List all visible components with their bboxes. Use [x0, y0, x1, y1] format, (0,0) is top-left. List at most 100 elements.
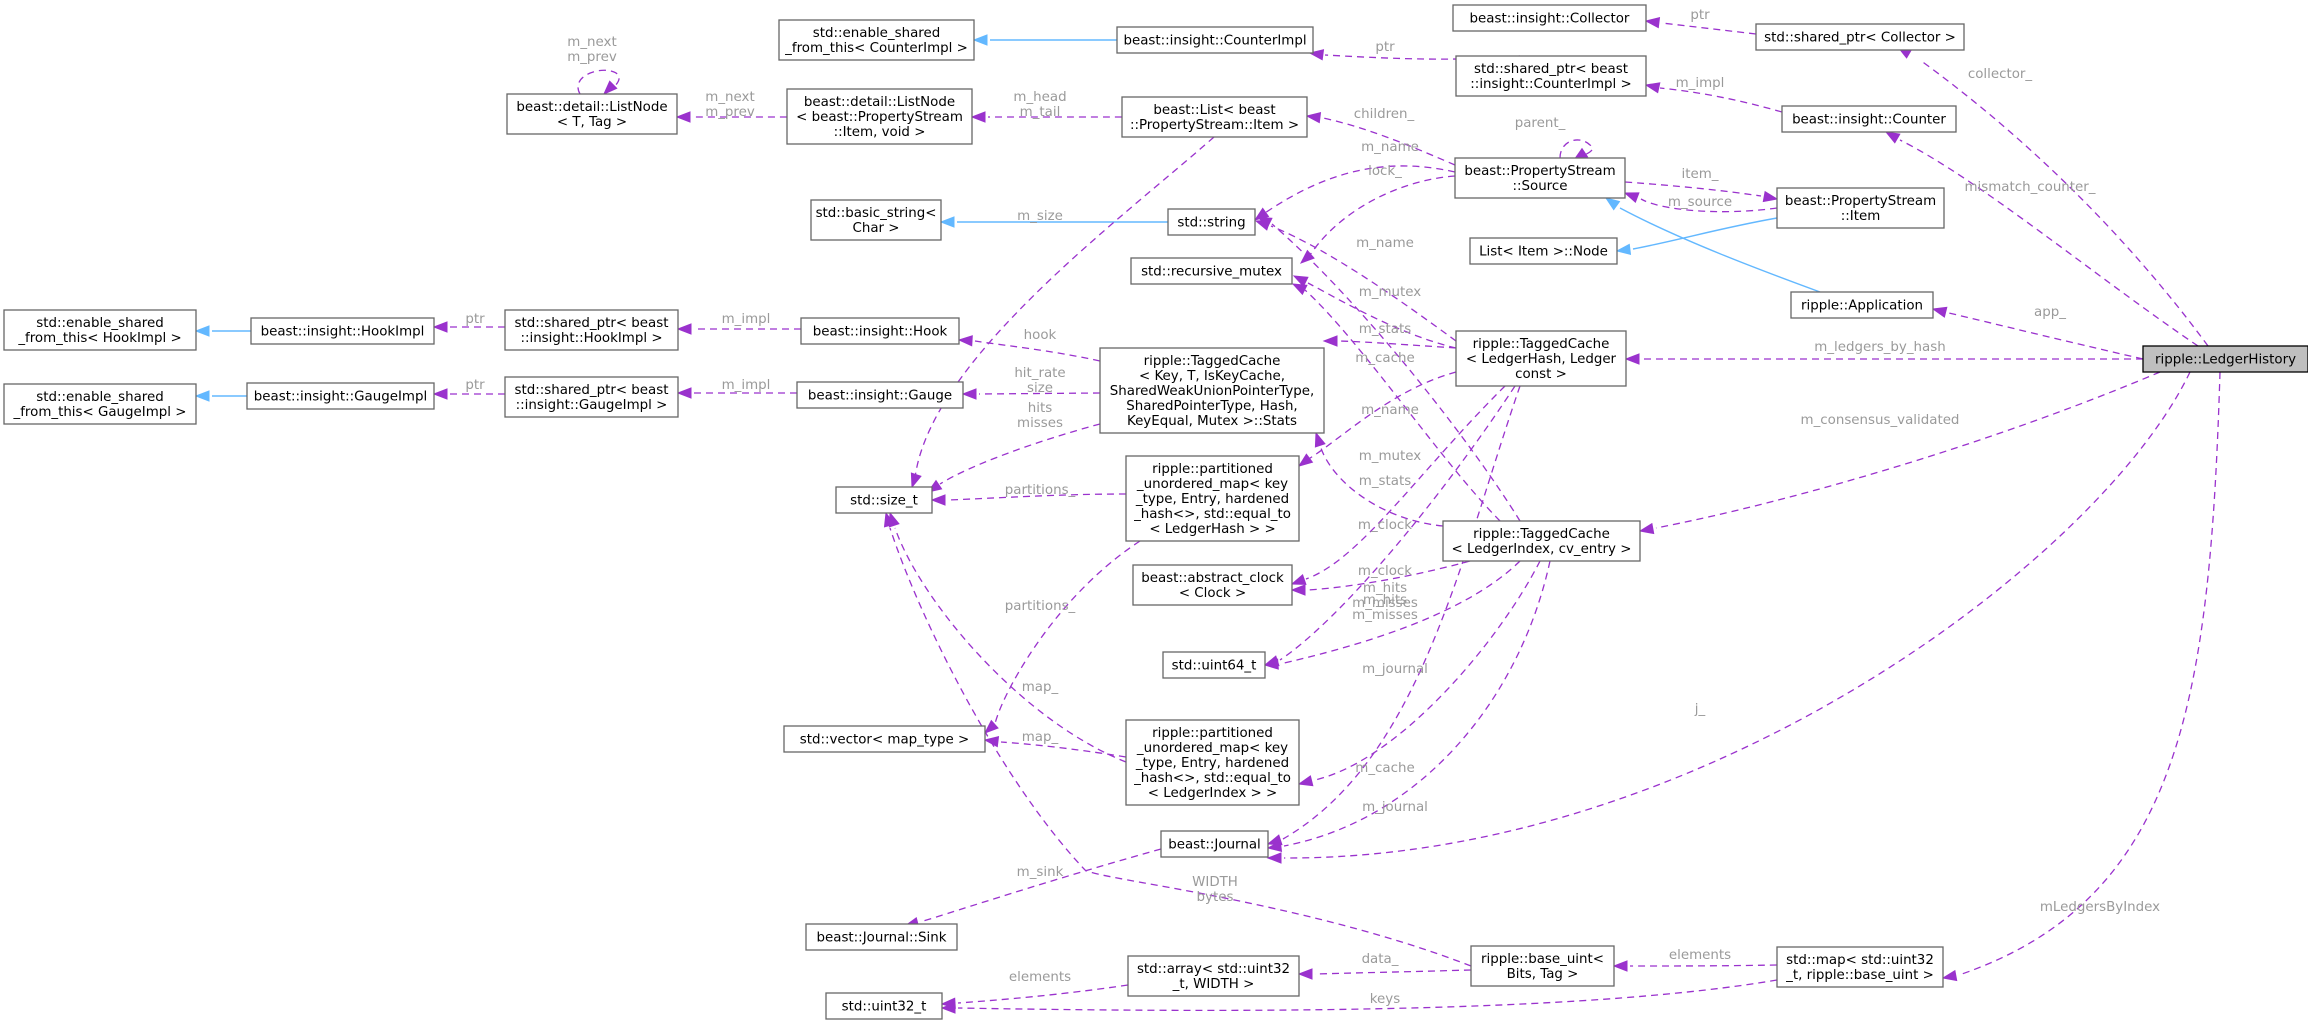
node-enable-shared-counter[interactable]: std::enable_shared_from_this< CounterImp… [778, 19, 975, 61]
node-box [504, 376, 679, 418]
arrowhead-icon [1615, 243, 1632, 255]
node-ps-item[interactable]: beast::PropertyStream::Item [1776, 187, 1945, 229]
node-label-line: std::uint64_t [1172, 659, 1257, 674]
node-label-line: KeyEqual, Mutex >::Stats [1127, 414, 1297, 429]
node-ledger-history[interactable]: ripple::LedgerHistory [2142, 345, 2308, 373]
node-map-uint32[interactable]: std::map< std::uint32_t, ripple::base_ui… [1776, 946, 1944, 988]
edge-label-line: partitions_ [1005, 483, 1076, 498]
node-label-line: const > [1515, 367, 1567, 382]
edge-source-to-source [1559, 139, 1594, 159]
node-sink[interactable]: beast::Journal::Sink [805, 923, 958, 951]
node-uint32[interactable]: std::uint32_t [825, 992, 943, 1020]
node-pum-hash[interactable]: ripple::partitioned_unordered_map< key_t… [1125, 455, 1300, 542]
node-ptr-gauge-impl[interactable]: std::shared_ptr< beast::insight::GaugeIm… [504, 376, 679, 418]
node-collector[interactable]: beast::insight::Collector [1452, 4, 1647, 32]
edge-label: mLedgersByIndex [2040, 900, 2160, 915]
edge-label-line: app_ [2034, 305, 2066, 320]
edge-label: partitions_ [1005, 599, 1076, 614]
edge-label: m_stats [1359, 474, 1411, 489]
edge-label-line: m_name [1361, 403, 1419, 418]
edge-counter-to-ptr-counter-impl [1659, 87, 1783, 113]
node-label-line: < beast::PropertyStream [796, 110, 963, 125]
node-abs-clock[interactable]: beast::abstract_clock< Clock > [1132, 564, 1293, 606]
node-enable-shared-hook[interactable]: std::enable_shared_from_this< HookImpl > [3, 309, 197, 351]
edge-label: m_name [1361, 403, 1419, 418]
node-counter-impl[interactable]: beast::insight::CounterImpl [1116, 26, 1314, 54]
node-size-t[interactable]: std::size_t [835, 486, 933, 514]
node-label-line: std::enable_shared [36, 316, 163, 331]
node-label: beast::insight::Gauge [808, 389, 952, 404]
arrowhead-icon [1305, 112, 1322, 124]
edge-label-line: ptr [465, 378, 485, 393]
edge-label: m_cache [1355, 351, 1414, 366]
node-vector-map[interactable]: std::vector< map_type > [783, 725, 986, 753]
edge-label-line: WIDTH [1192, 875, 1238, 890]
node-label-line: < LedgerIndex > > [1148, 786, 1278, 801]
edge-tc-hash-to-journal [1282, 385, 1521, 840]
node-label-line: std::enable_shared [813, 26, 940, 41]
node-label: std::basic_string<Char > [816, 206, 937, 236]
node-label-line: _unordered_map< key [1136, 741, 1288, 756]
node-tc-index[interactable]: ripple::TaggedCache< LedgerIndex, cv_ent… [1442, 520, 1641, 562]
node-basic-string[interactable]: std::basic_string<Char > [810, 199, 942, 241]
node-ptr-counter-impl[interactable]: std::shared_ptr< beast::insight::Counter… [1455, 55, 1647, 97]
arrowhead-icon [1624, 353, 1640, 365]
edge-pum-index-to-size-t [894, 527, 1127, 763]
node-list-item-node[interactable]: List< Item >::Node [1469, 237, 1618, 265]
node-base-uint[interactable]: ripple::base_uint<Bits, Tag > [1470, 945, 1615, 987]
node-list-node-item[interactable]: beast::detail::ListNode< beast::Property… [786, 88, 973, 145]
node-box [1162, 651, 1266, 679]
node-label-line: Char > [852, 221, 899, 236]
node-gauge-impl[interactable]: beast::insight::GaugeImpl [246, 382, 435, 410]
node-list-item[interactable]: beast::List< beast::PropertyStream::Item… [1121, 96, 1308, 138]
edge-tc-index-to-pum-index [1314, 560, 1541, 781]
node-stats[interactable]: ripple::TaggedCache< Key, T, IsKeyCache,… [1099, 347, 1325, 434]
node-ptr-hook-impl[interactable]: std::shared_ptr< beast::insight::HookImp… [504, 309, 679, 351]
arrowhead-icon [1322, 335, 1338, 347]
node-std-string[interactable]: std::string [1167, 208, 1256, 236]
edge-tc-hash-to-std-string [1270, 225, 1457, 342]
edge-label: mismatch_counter_ [1964, 180, 2095, 195]
node-gauge[interactable]: beast::insight::Gauge [796, 381, 964, 409]
node-label: beast::detail::ListNode< T, Tag > [516, 100, 667, 130]
arrowhead-icon [1884, 131, 1901, 144]
node-enable-shared-gauge[interactable]: std::enable_shared_from_this< GaugeImpl … [3, 383, 197, 425]
edge-label: hook [1024, 328, 1057, 343]
edge-label-line: m_ledgers_by_hash [1814, 340, 1945, 355]
node-ptr-collector[interactable]: std::shared_ptr< Collector > [1755, 23, 1965, 51]
node-rec-mutex[interactable]: std::recursive_mutex [1130, 257, 1293, 285]
node-box [1469, 237, 1618, 265]
edge-label-line: ptr [1375, 40, 1395, 55]
node-label: ripple::Application [1801, 299, 1923, 314]
edge-label: m_stats [1359, 322, 1411, 337]
arrowhead-icon [972, 34, 988, 46]
arrowhead-icon [675, 111, 691, 123]
edge-label-line: hits [1028, 401, 1052, 416]
edge-label: data_ [1362, 952, 1399, 967]
node-journal[interactable]: beast::Journal [1160, 830, 1269, 858]
arrowhead-icon [676, 323, 692, 335]
node-box [1776, 187, 1945, 229]
node-list-node[interactable]: beast::detail::ListNode< T, Tag > [506, 93, 678, 135]
edge-label: m_journal [1362, 662, 1428, 677]
edge-label-line: m_impl [722, 312, 771, 327]
node-box [1167, 208, 1256, 236]
node-label-line: ripple::TaggedCache [1473, 337, 1610, 352]
node-hook-impl[interactable]: beast::insight::HookImpl [250, 317, 435, 345]
node-counter[interactable]: beast::insight::Counter [1781, 105, 1957, 133]
node-hook[interactable]: beast::insight::Hook [800, 317, 960, 345]
node-box [1125, 455, 1300, 542]
node-pum-index[interactable]: ripple::partitioned_unordered_map< key_t… [1125, 719, 1300, 806]
node-uint64[interactable]: std::uint64_t [1162, 651, 1266, 679]
node-application[interactable]: ripple::Application [1790, 291, 1934, 319]
node-label-line: beast::insight::Gauge [808, 389, 952, 404]
arrowhead-icon [1644, 17, 1661, 29]
arrowhead-icon [1314, 431, 1326, 448]
node-source[interactable]: beast::PropertyStream::Source [1454, 157, 1626, 199]
node-array-uint32[interactable]: std::array< std::uint32_t, WIDTH > [1127, 955, 1300, 997]
arrowhead-icon [1266, 840, 1283, 852]
node-label-line: beast::PropertyStream [1785, 194, 1936, 209]
